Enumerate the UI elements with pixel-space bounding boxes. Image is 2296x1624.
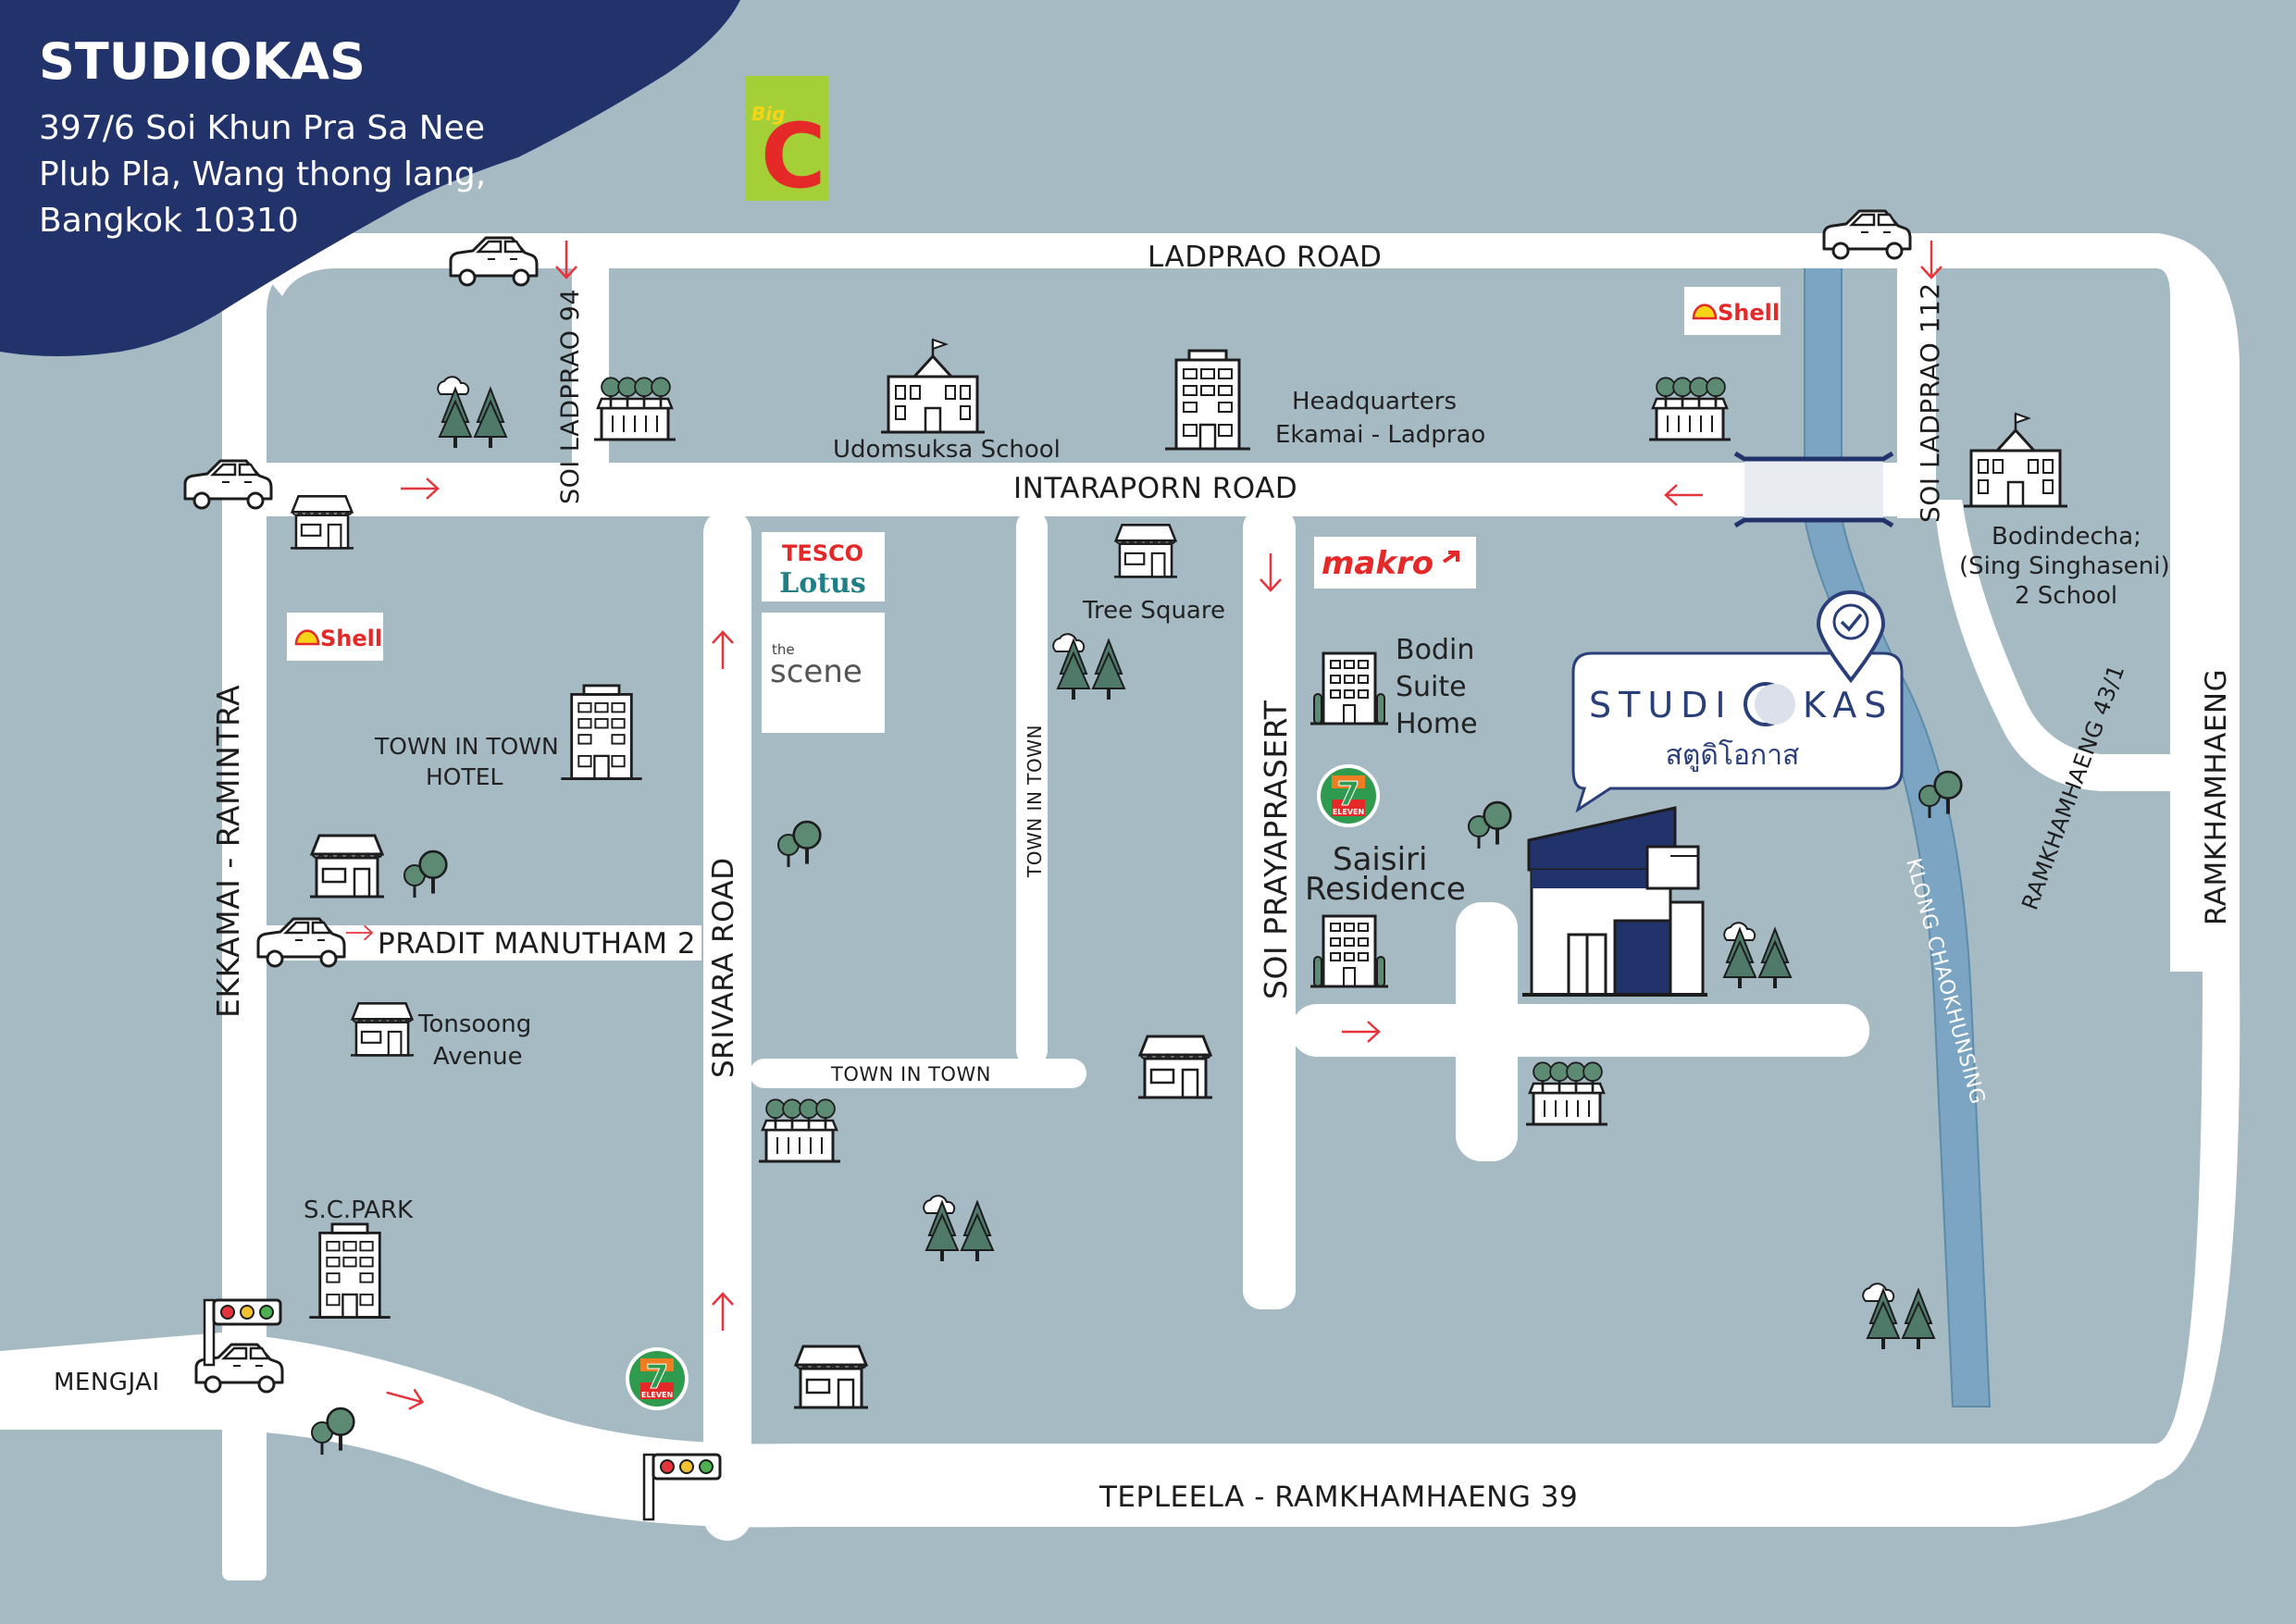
seven-eleven-logo: 7 ELEVEN <box>1317 764 1380 827</box>
tree-icon <box>437 376 507 449</box>
tree-icon <box>923 1195 994 1262</box>
sc-park-label: S.C.PARK <box>304 1196 414 1224</box>
svg-text:Shell: Shell <box>1718 300 1780 326</box>
svg-text:the: the <box>772 641 795 658</box>
bodindecha-label-line1: Bodindecha; <box>1992 523 2141 551</box>
shell-logo: Shell <box>1684 287 1781 335</box>
hq-label-line1: Headquarters <box>1292 388 1457 415</box>
road-label-intaraporn: INTARAPORN ROAD <box>1013 472 1297 505</box>
hotel-tower-icon <box>559 684 644 781</box>
shell-logo: Shell <box>287 613 383 661</box>
tree-icon <box>403 849 448 899</box>
road-label-ramkhamhaeng: RAMKHAMHAENG <box>2200 669 2233 925</box>
market-icon <box>1526 1062 1607 1124</box>
udomsuksa-label: Udomsuksa School <box>833 436 1061 464</box>
makro-logo: makro <box>1314 537 1476 589</box>
header-title: STUDIOKAS <box>39 32 366 91</box>
office-tower-icon <box>307 1222 392 1320</box>
svg-text:7: 7 <box>1336 775 1359 813</box>
svg-text:STUDI: STUDI <box>1589 685 1733 725</box>
school-icon <box>1962 412 2069 508</box>
road-label-soi-prayaprasert: SOI PRAYAPRASERT <box>1258 700 1294 999</box>
svg-text:7: 7 <box>645 1358 668 1396</box>
road-label-ladprao: LADPRAO ROAD <box>1148 241 1382 274</box>
saisiri-label-line2: Residence <box>1305 871 1466 908</box>
tree-icon <box>1468 800 1512 849</box>
big-c-logo: Big C <box>745 76 828 208</box>
shop-icon <box>1112 524 1179 578</box>
shop-icon <box>308 834 386 899</box>
road-label-soi-ladprao-112: SOI LADPRAO 112 <box>1915 282 1945 523</box>
bridge <box>1733 451 1894 528</box>
svg-text:C: C <box>761 105 825 208</box>
tree-icon <box>1862 1283 1935 1350</box>
svg-text:scene: scene <box>770 653 863 690</box>
market-icon <box>759 1099 840 1161</box>
svg-text:Shell: Shell <box>320 626 382 651</box>
shop-icon <box>792 1345 870 1409</box>
tonsoong-label-line1: Tonsoong <box>417 1010 531 1038</box>
header-address-line3: Bangkok 10310 <box>39 202 299 240</box>
road-label-mengjai: MENGJAI <box>54 1369 160 1396</box>
svg-text:Big: Big <box>751 103 785 125</box>
road-label-town-in-town-vertical: TOWN IN TOWN <box>1024 725 1046 878</box>
tesco-lotus-logo: TESCO Lotus <box>762 532 885 601</box>
bodindecha-label-line2: (Sing Singhaseni) <box>1959 552 2170 580</box>
road-label-soi-ladprao-94: SOI LADPRAO 94 <box>556 289 585 504</box>
road-network <box>0 233 2240 1581</box>
school-icon <box>879 338 987 434</box>
hq-label-line2: Ekamai - Ladprao <box>1275 421 1485 449</box>
office-tower-icon <box>1163 349 1252 451</box>
shop-icon <box>1136 1035 1214 1099</box>
road-label-tepleela: TEPLEELA - RAMKHAMHAENG 39 <box>1098 1481 1578 1514</box>
header-panel <box>0 0 740 356</box>
bodin-label-line3: Home <box>1396 708 1478 740</box>
road-label-srivara: SRIVARA ROAD <box>707 857 740 1078</box>
bodindecha-label-line3: 2 School <box>2015 582 2117 610</box>
condo-icon <box>1309 651 1390 725</box>
studiokas-sign: STUDI KAS สตูดิโอกาส <box>1571 651 1904 813</box>
studiokas-building-icon <box>1522 806 1707 997</box>
seven-eleven-logo: 7 ELEVEN <box>626 1347 689 1410</box>
tree-square-label: Tree Square <box>1082 597 1225 625</box>
road-label-ekkamai: EKKAMAI - RAMINTRA <box>210 685 246 1018</box>
header-address-line2: Plub Pla, Wang thong lang, <box>39 155 486 193</box>
svg-text:makro: makro <box>1322 545 1433 582</box>
the-scene-logo: the scene <box>762 613 885 733</box>
tonsoong-label-line2: Avenue <box>433 1043 523 1071</box>
condo-icon <box>1309 914 1390 988</box>
svg-text:ELEVEN: ELEVEN <box>641 1391 673 1399</box>
svg-text:Lotus: Lotus <box>779 567 866 600</box>
svg-text:KAS: KAS <box>1803 685 1893 725</box>
road-label-town-in-town-horizontal: TOWN IN TOWN <box>830 1063 991 1085</box>
header-address-line1: 397/6 Soi Khun Pra Sa Nee <box>39 109 485 147</box>
location-pin-icon <box>1816 590 1886 684</box>
tree-icon <box>1052 633 1125 700</box>
tree-icon <box>1723 922 1792 989</box>
svg-text:TESCO: TESCO <box>782 540 863 566</box>
bodin-label-line1: Bodin <box>1396 634 1474 666</box>
tree-icon <box>777 820 822 868</box>
svg-text:ELEVEN: ELEVEN <box>1333 808 1364 816</box>
road-label-pradit: PRADIT MANUTHAM 2 <box>378 927 696 961</box>
bodin-label-line2: Suite <box>1396 671 1467 703</box>
shop-icon <box>289 495 355 550</box>
market-icon <box>1649 378 1731 440</box>
shop-icon <box>349 1002 416 1057</box>
town-hotel-label-line2: HOTEL <box>426 763 503 790</box>
town-hotel-label-line1: TOWN IN TOWN <box>374 733 559 760</box>
svg-text:สตูดิโอกาส: สตูดิโอกาส <box>1666 738 1800 772</box>
market-icon <box>594 378 676 440</box>
saisiri-label-line1: Saisiri <box>1333 841 1427 878</box>
